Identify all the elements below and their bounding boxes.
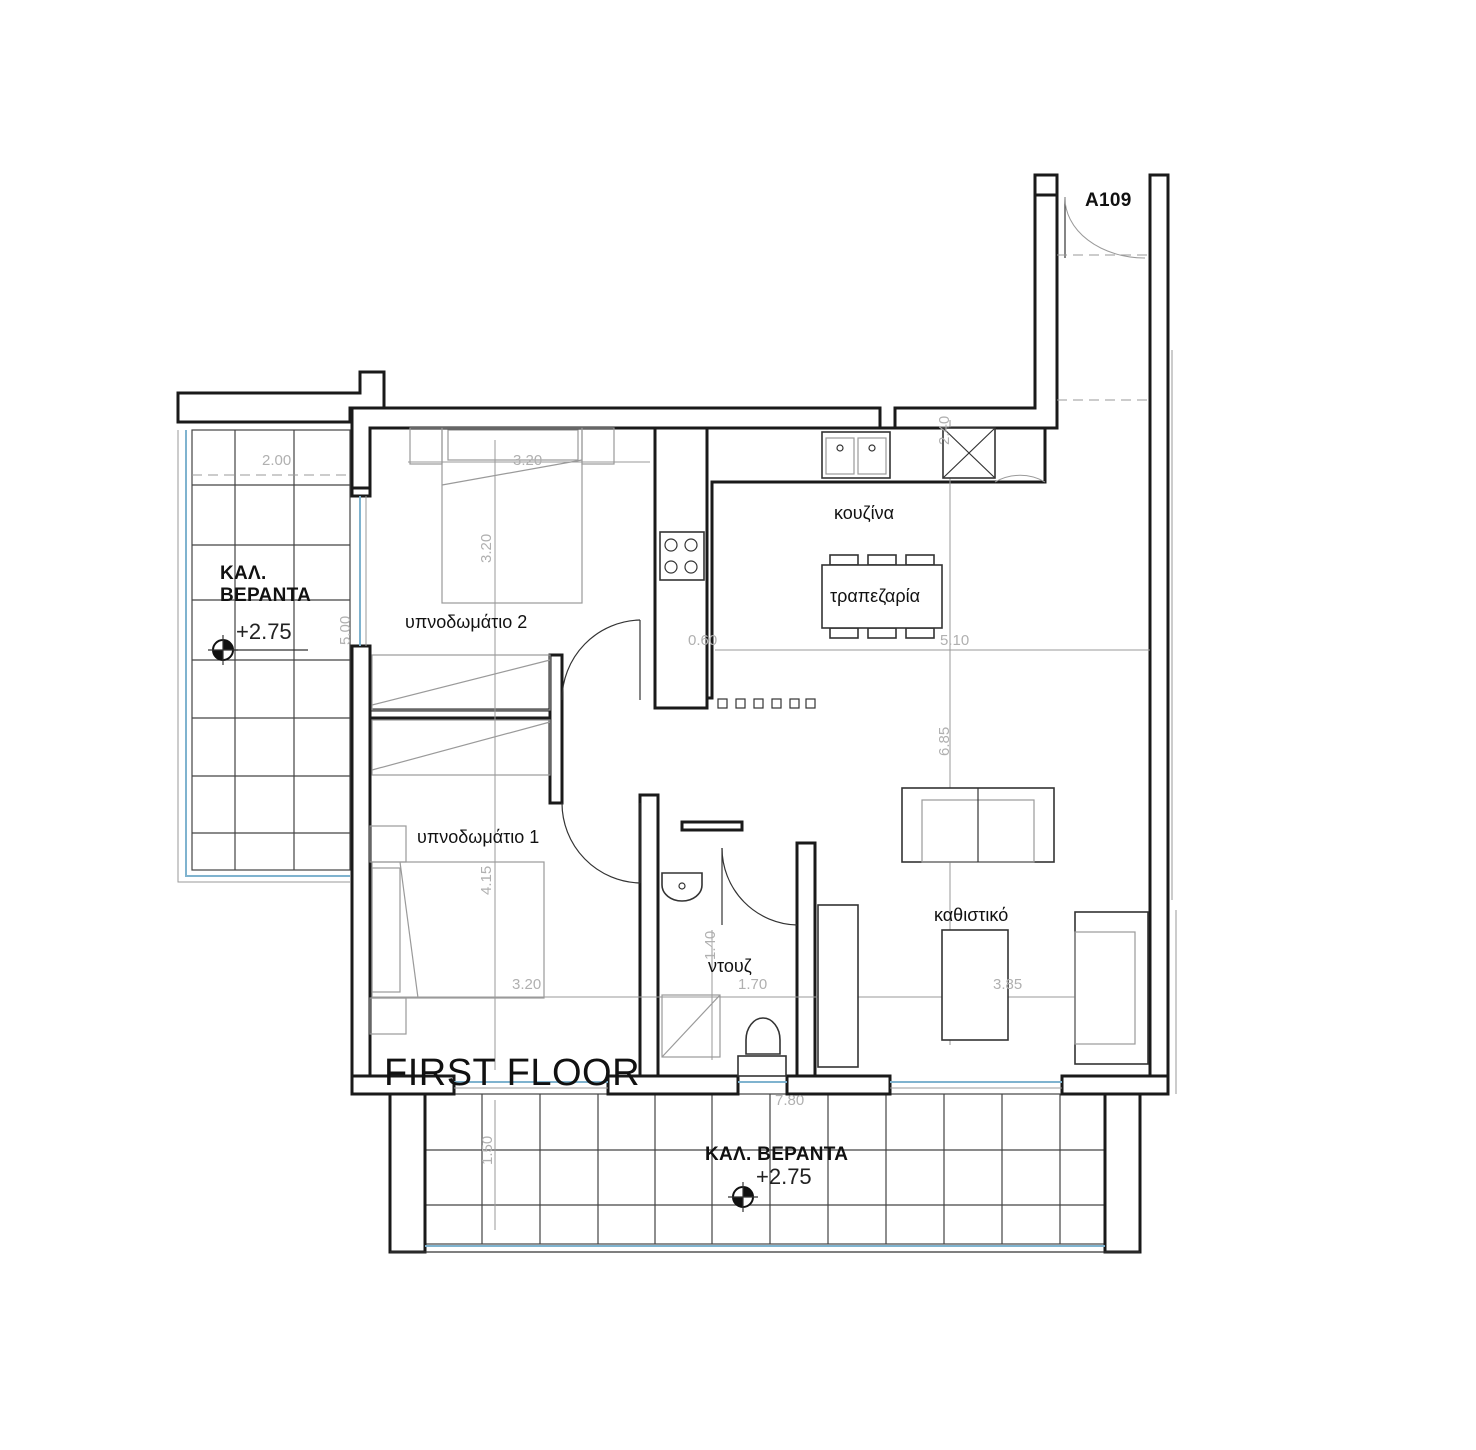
dim-bath-width: 1.70 — [738, 976, 768, 993]
floor-title: FIRST FLOOR — [384, 1052, 641, 1094]
doors — [561, 474, 1046, 926]
dim-west-veranda-width: 2.00 — [262, 452, 292, 469]
bedroom-2-furniture — [371, 427, 615, 711]
dim-south-veranda-width: 7.80 — [775, 1092, 805, 1109]
dim-bed2-depth: 3.20 — [478, 533, 495, 563]
south-veranda-level: +2.75 — [756, 1164, 812, 1189]
dim-bed2-width: 3.20 — [513, 452, 543, 469]
living-label: καθιστικό — [934, 905, 1009, 925]
bathroom-fixtures — [661, 872, 787, 1077]
dining-label: τραπεζαρία — [830, 586, 920, 606]
kitchen-label: κουζίνα — [834, 503, 894, 523]
dim-bath-depth: 1.40 — [702, 930, 719, 960]
dining-table — [821, 554, 943, 639]
west-veranda-label-2: ΒΕΡΑΝΤΑ — [220, 585, 312, 606]
bedroom-1-furniture — [369, 719, 551, 1035]
south-veranda-label: ΚΑΛ. ΒΕΡΑΝΤΑ — [705, 1144, 849, 1165]
shower-label: ντουζ — [708, 956, 752, 976]
dim-living-depth: 6.85 — [936, 726, 953, 756]
unit-id: A109 — [1085, 190, 1132, 211]
dim-kitchen-gap: 0.60 — [688, 632, 718, 649]
dim-bed1-width: 3.20 — [512, 976, 542, 993]
west-veranda-tiles — [192, 430, 350, 870]
dim-living-width: 3.85 — [993, 976, 1023, 993]
level-marker-south — [728, 1182, 758, 1212]
west-veranda-label-1: ΚΑΛ. — [220, 563, 267, 584]
level-marker-west — [208, 635, 308, 665]
bedroom-2-label: υπνοδωμάτιο 2 — [405, 612, 528, 632]
west-veranda-level: +2.75 — [236, 619, 292, 644]
south-veranda-tiles — [425, 1094, 1105, 1244]
dim-west-veranda-length: 5.00 — [337, 615, 354, 645]
bedroom-1-label: υπνοδωμάτιο 1 — [417, 827, 540, 847]
kitchen-fixtures — [659, 427, 996, 709]
living-room-furniture — [817, 787, 1149, 1068]
exterior-walls — [350, 173, 1177, 1096]
south-veranda — [388, 1092, 1142, 1254]
dim-south-veranda-depth: 1.50 — [479, 1135, 496, 1165]
dim-kitchen-counter: 2.40 — [936, 415, 953, 445]
dim-kitchen-width: 5.10 — [940, 632, 970, 649]
dim-bed1-depth: 4.15 — [478, 865, 495, 895]
